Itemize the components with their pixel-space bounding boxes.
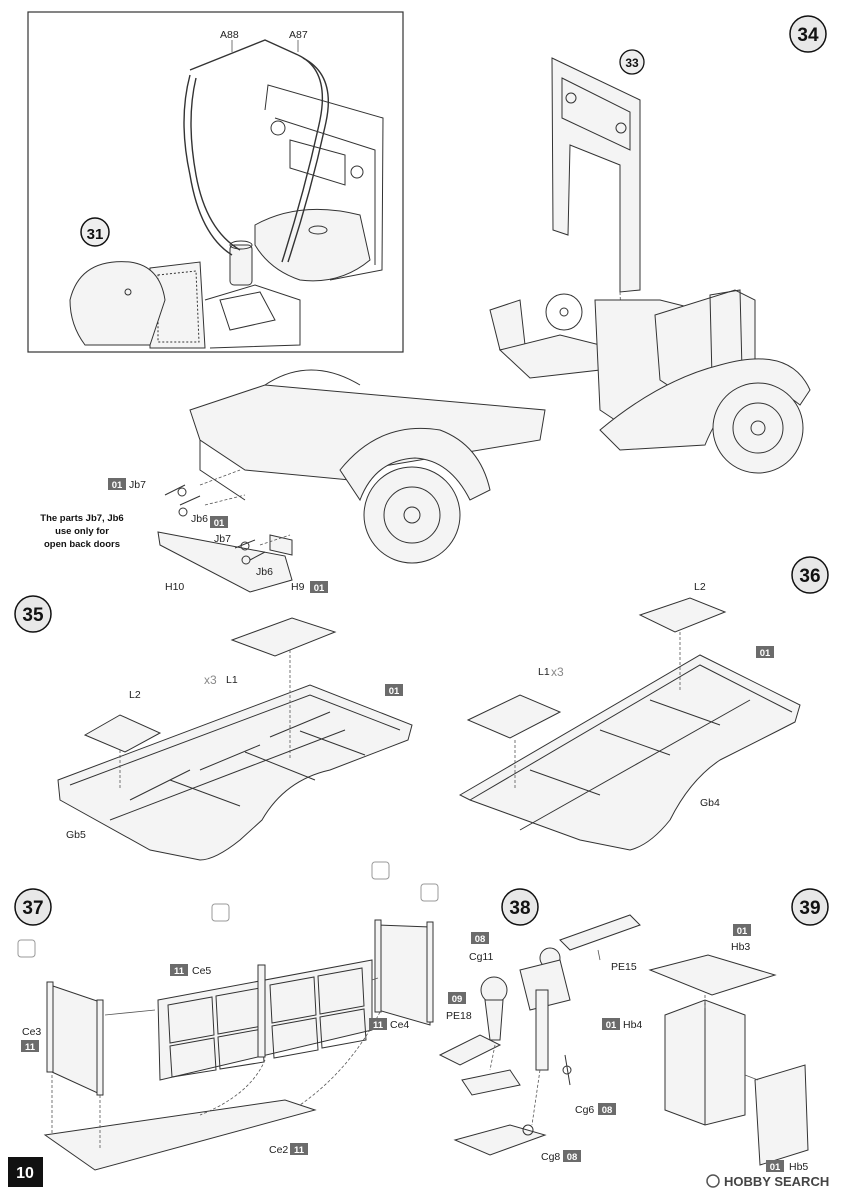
step-31-panel: A88 A87 31: [27, 11, 404, 353]
page-number: 10: [8, 1157, 43, 1187]
label-l1-35: L1: [226, 674, 238, 686]
tag-11-ce4: 11: [369, 1018, 387, 1031]
label-ce4: Ce4: [390, 1019, 409, 1031]
label-hb5: Hb5: [789, 1161, 808, 1173]
step-37-cabinet: [17, 861, 439, 1171]
step-33-badge: 33: [619, 49, 645, 75]
svg-text:33: 33: [625, 56, 639, 70]
svg-text:34: 34: [797, 25, 819, 46]
tag-09-pe18: 09: [448, 992, 466, 1005]
step-34-badge: 34: [789, 15, 827, 53]
svg-text:01: 01: [737, 926, 748, 937]
svg-text:35: 35: [22, 605, 44, 626]
svg-text:01: 01: [606, 1020, 617, 1031]
tag-01-hb4: 01: [602, 1018, 620, 1031]
svg-text:31: 31: [87, 226, 104, 243]
svg-text:08: 08: [475, 934, 486, 945]
svg-text:10: 10: [16, 1165, 34, 1182]
svg-text:01: 01: [760, 648, 771, 659]
svg-text:HOBBY SEARCH: HOBBY SEARCH: [724, 1174, 829, 1189]
tag-01-35: 01: [385, 684, 403, 697]
label-ce5: Ce5: [192, 965, 211, 977]
label-l1-36: L1: [538, 666, 550, 678]
svg-text:01: 01: [214, 518, 225, 529]
tag-01-h9: 01: [310, 581, 328, 594]
label-jb6-b: Jb6: [256, 566, 273, 578]
svg-text:08: 08: [567, 1152, 578, 1163]
svg-text:01: 01: [112, 480, 123, 491]
step-39-cabinet: [648, 954, 809, 1166]
label-pe15: PE15: [611, 961, 637, 973]
svg-text:11: 11: [373, 1020, 384, 1031]
label-a87: A87: [289, 29, 308, 41]
svg-text:11: 11: [174, 966, 185, 977]
svg-text:use only for: use only for: [55, 526, 109, 537]
label-h10: H10: [165, 581, 184, 593]
tag-08-cg11: 08: [471, 932, 489, 945]
svg-text:01: 01: [389, 686, 400, 697]
tag-08-cg6: 08: [598, 1103, 616, 1116]
svg-text:36: 36: [799, 566, 820, 587]
tag-08-cg8: 08: [563, 1150, 581, 1163]
tag-01-jb7: 01: [108, 478, 126, 491]
label-l2-36: L2: [694, 581, 706, 593]
tag-11-ce5: 11: [170, 964, 188, 977]
svg-text:11: 11: [25, 1042, 36, 1053]
svg-text:01: 01: [770, 1162, 781, 1173]
svg-text:The parts Jb7, Jb6: The parts Jb7, Jb6: [40, 513, 123, 524]
label-jb7-b: Jb7: [214, 533, 231, 545]
note-open-back-doors: The parts Jb7, Jb6 use only for open bac…: [40, 513, 123, 550]
count-x3-35: x3: [204, 673, 217, 687]
step-38-badge: 38: [501, 888, 539, 926]
label-cg8: Cg8: [541, 1151, 560, 1163]
tag-01-36: 01: [756, 646, 774, 659]
watermark: HOBBY SEARCH: [706, 1174, 829, 1189]
step-31-badge: 31: [80, 217, 110, 247]
tag-01-hb3: 01: [733, 924, 751, 937]
tag-11-ce3: 11: [21, 1040, 39, 1053]
step-35-bed-frame: [57, 617, 413, 861]
step-39-badge: 39: [791, 888, 829, 926]
label-a88: A88: [220, 29, 239, 41]
svg-text:38: 38: [509, 898, 530, 919]
svg-text:09: 09: [452, 994, 463, 1005]
svg-text:open back doors: open back doors: [44, 539, 120, 550]
label-cg6: Cg6: [575, 1104, 594, 1116]
label-ce3: Ce3: [22, 1026, 41, 1038]
label-ce2: Ce2: [269, 1144, 288, 1156]
step-36-badge: 36: [791, 556, 829, 594]
svg-text:37: 37: [22, 898, 43, 919]
tag-01-jb6: 01: [210, 516, 228, 529]
label-gb5: Gb5: [66, 829, 86, 841]
label-jb6-a: Jb6: [191, 513, 208, 525]
label-l2-35: L2: [129, 689, 141, 701]
label-hb3: Hb3: [731, 941, 750, 953]
label-pe18: PE18: [446, 1010, 472, 1022]
svg-text:01: 01: [314, 583, 325, 594]
step-34-chassis: 33: [157, 49, 811, 593]
label-gb4: Gb4: [700, 797, 720, 809]
label-h9: H9: [291, 581, 305, 593]
step-38-drill-press: [438, 914, 641, 1156]
label-hb4: Hb4: [623, 1019, 642, 1031]
svg-text:08: 08: [602, 1105, 613, 1116]
label-jb7-a: Jb7: [129, 479, 146, 491]
step-36-bed-frame: [458, 597, 801, 851]
label-cg11: Cg11: [469, 951, 493, 963]
step-35-badge: 35: [14, 595, 52, 633]
count-x3-36: x3: [551, 665, 564, 679]
svg-text:11: 11: [294, 1145, 305, 1156]
svg-text:39: 39: [799, 898, 820, 919]
tag-01-hb5: 01: [766, 1160, 784, 1173]
tag-11-ce2: 11: [290, 1143, 308, 1156]
step-37-badge: 37: [14, 888, 52, 926]
